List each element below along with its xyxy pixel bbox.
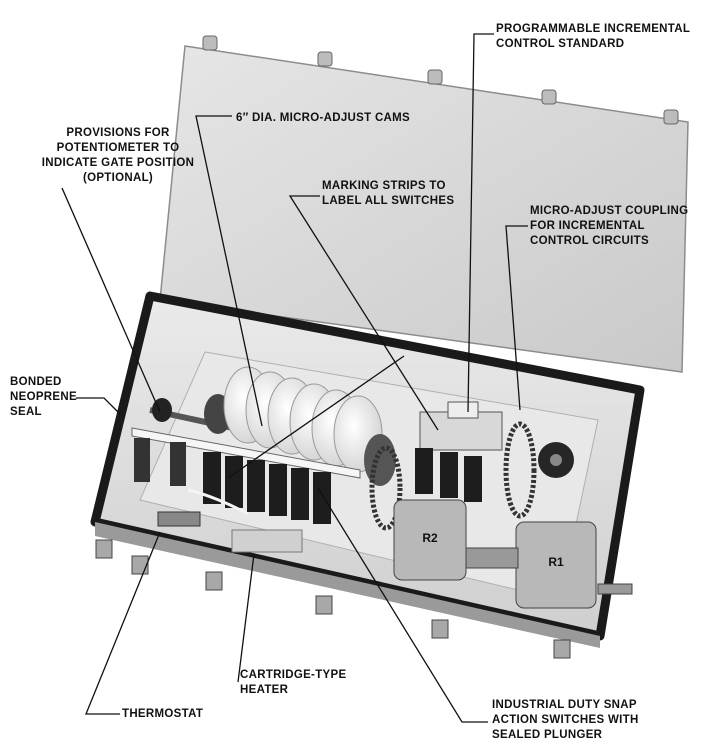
leader-thermostat [85,531,161,715]
leader-seal [76,397,121,415]
label-seal: BONDED NEOPRENE SEAL [10,376,77,418]
leader-marking-strips [288,195,439,431]
leader-lines [61,33,528,723]
marking-strip [131,427,361,479]
motor-r1-label: R1 [548,555,564,569]
sprocket-chains [369,421,574,531]
leader-control-standard [467,33,494,413]
gear-motors: R2 R1 [393,499,597,609]
motor-r2-label: R2 [422,531,438,545]
label-coupling: MICRO-ADJUST COUPLING FOR INCREMENTAL CO… [530,205,689,247]
label-marking-strips: MARKING STRIPS TO LABEL ALL SWITCHES [322,180,455,207]
lid [159,35,689,373]
leader-cams [195,115,263,427]
snap-switch-bank [203,452,331,524]
heater-cartridge [231,529,303,553]
leader-potentiometer [61,187,161,413]
mounting-clamps [95,539,571,659]
label-snap-switches: INDUSTRIAL DUTY SNAP ACTION SWITCHES WIT… [492,699,639,741]
label-potentiometer: PROVISIONS FOR POTENTIOMETER TO INDICATE… [41,127,195,184]
terminal-blocks [134,438,186,486]
leader-coupling [505,225,528,411]
output-shaft [597,583,633,595]
leader-heater [237,553,255,683]
heater-wire [187,488,249,516]
label-heater: CARTRIDGE-TYPE HEATER [240,669,347,696]
label-cams: 6″ DIA. MICRO-ADJUST CAMS [236,112,411,124]
incremental-control-unit [415,401,503,502]
thermostat-unit [157,511,201,527]
label-thermostat: THERMOSTAT [122,708,204,720]
label-control-standard: PROGRAMMABLE INCREMENTAL CONTROL STANDAR… [496,23,691,50]
leader-marking-strips-2 [227,355,405,479]
leader-snap-switches [317,487,488,723]
